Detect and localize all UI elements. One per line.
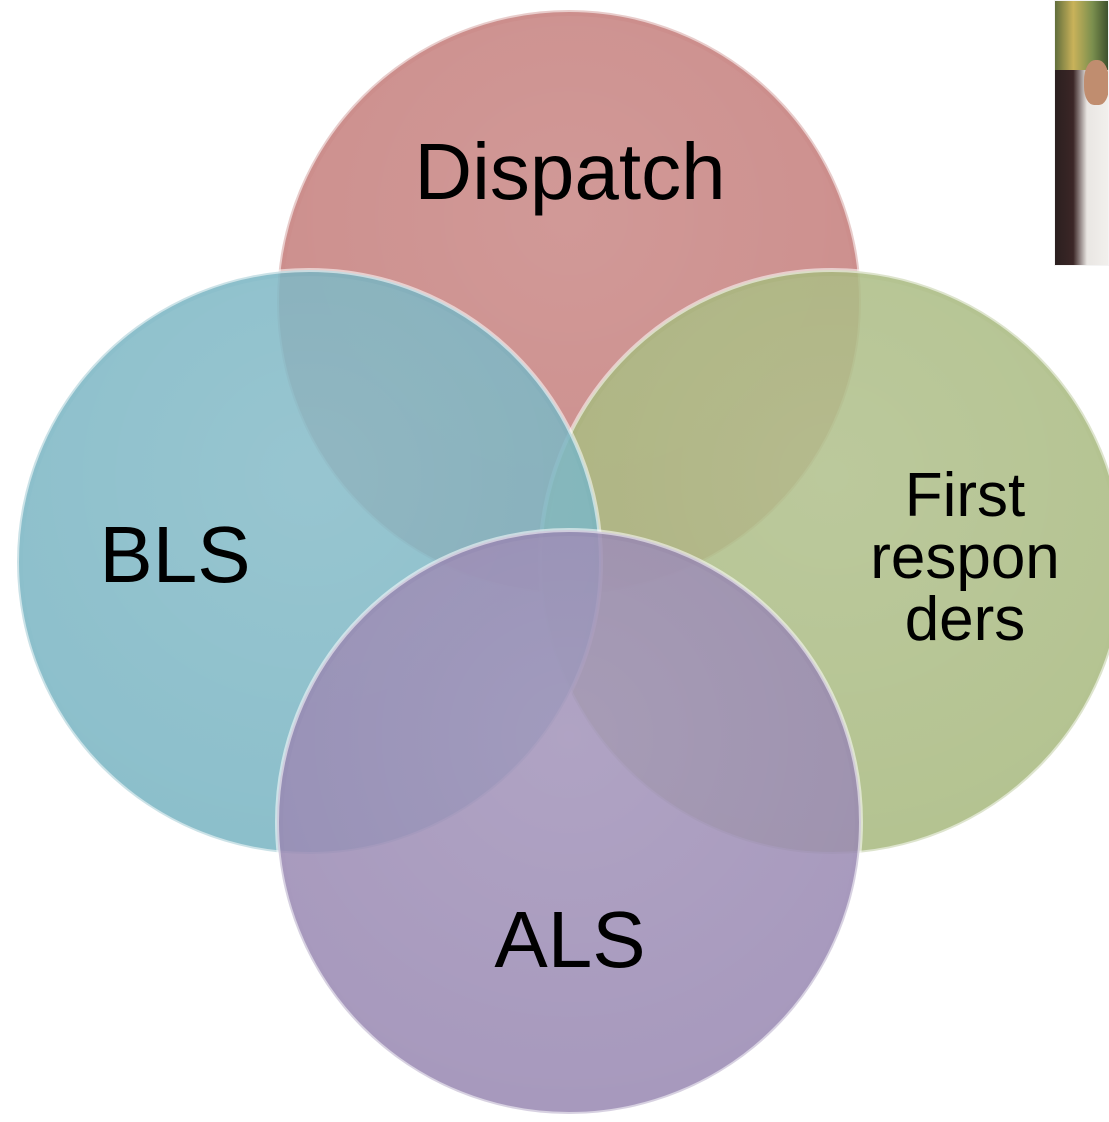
als-circle-sheen (283, 536, 855, 1108)
first-responders-label: First respon ders (870, 461, 1060, 654)
als-label: ALS (494, 895, 646, 984)
photo-thumbnail (1054, 0, 1109, 266)
bls-label: BLS (99, 510, 251, 599)
dispatch-label: Dispatch (414, 127, 726, 216)
